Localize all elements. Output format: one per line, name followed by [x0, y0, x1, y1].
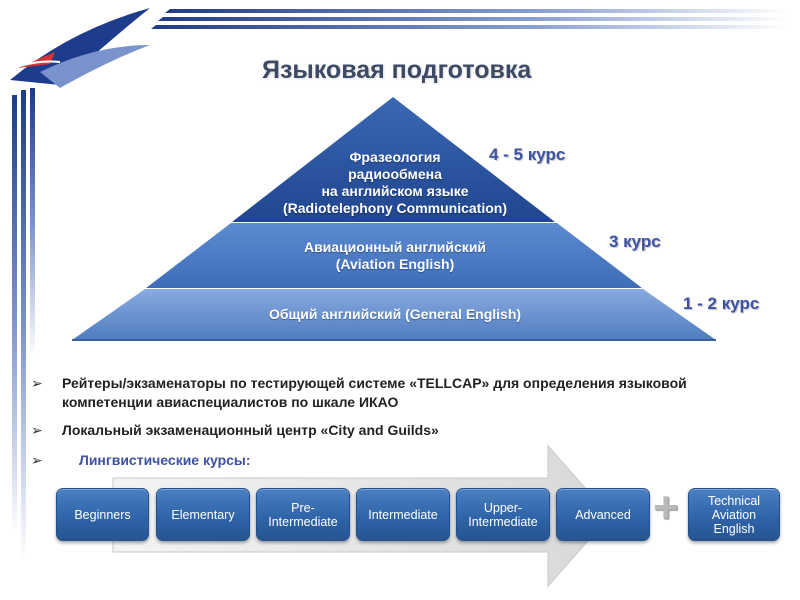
page-title: Языковая подготовка [262, 56, 532, 84]
plus-icon: + [653, 483, 679, 532]
pyramid-tier-bottom [72, 289, 716, 340]
course-box-advanced: Advanced [556, 488, 650, 541]
course-box-beginners: Beginners [56, 488, 149, 541]
pyramid-tier-top [232, 97, 555, 222]
course-label-4-5: 4 - 5 курс [489, 145, 566, 164]
course-box-technical-aviation-english: Technical Aviation English [688, 488, 780, 541]
course-box-upper-intermediate: Upper- Intermediate [456, 488, 550, 541]
course-label-3: 3 курс [609, 232, 661, 251]
tier-bottom-text: Общий английский (General English) [268, 306, 522, 322]
course-box-pre-intermediate: Pre- Intermediate [256, 488, 350, 541]
arrow-bullet-icon: ➢ [31, 422, 43, 438]
pyramid-tier-middle [146, 223, 642, 288]
tier-middle-text: Авиационный английский (Aviation English… [303, 239, 487, 272]
bullet-text-2: Локальный экзаменационный центр «City an… [62, 422, 439, 438]
tier-top-text: Фразеология радиообмена на английском яз… [283, 149, 507, 216]
airplane-logo-icon [10, 8, 150, 88]
arrow-bullet-icon: ➢ [31, 375, 43, 391]
bullet-text-1: Рейтеры/экзаменаторы по тестирующей сист… [62, 375, 687, 410]
arrow-bullet-icon: ➢ [31, 452, 43, 468]
course-label-1-2: 1 - 2 курс [683, 294, 760, 313]
course-box-intermediate: Intermediate [356, 488, 450, 541]
bullet-text-3: Лингвистические курсы: [79, 452, 251, 468]
course-box-elementary: Elementary [156, 488, 250, 541]
